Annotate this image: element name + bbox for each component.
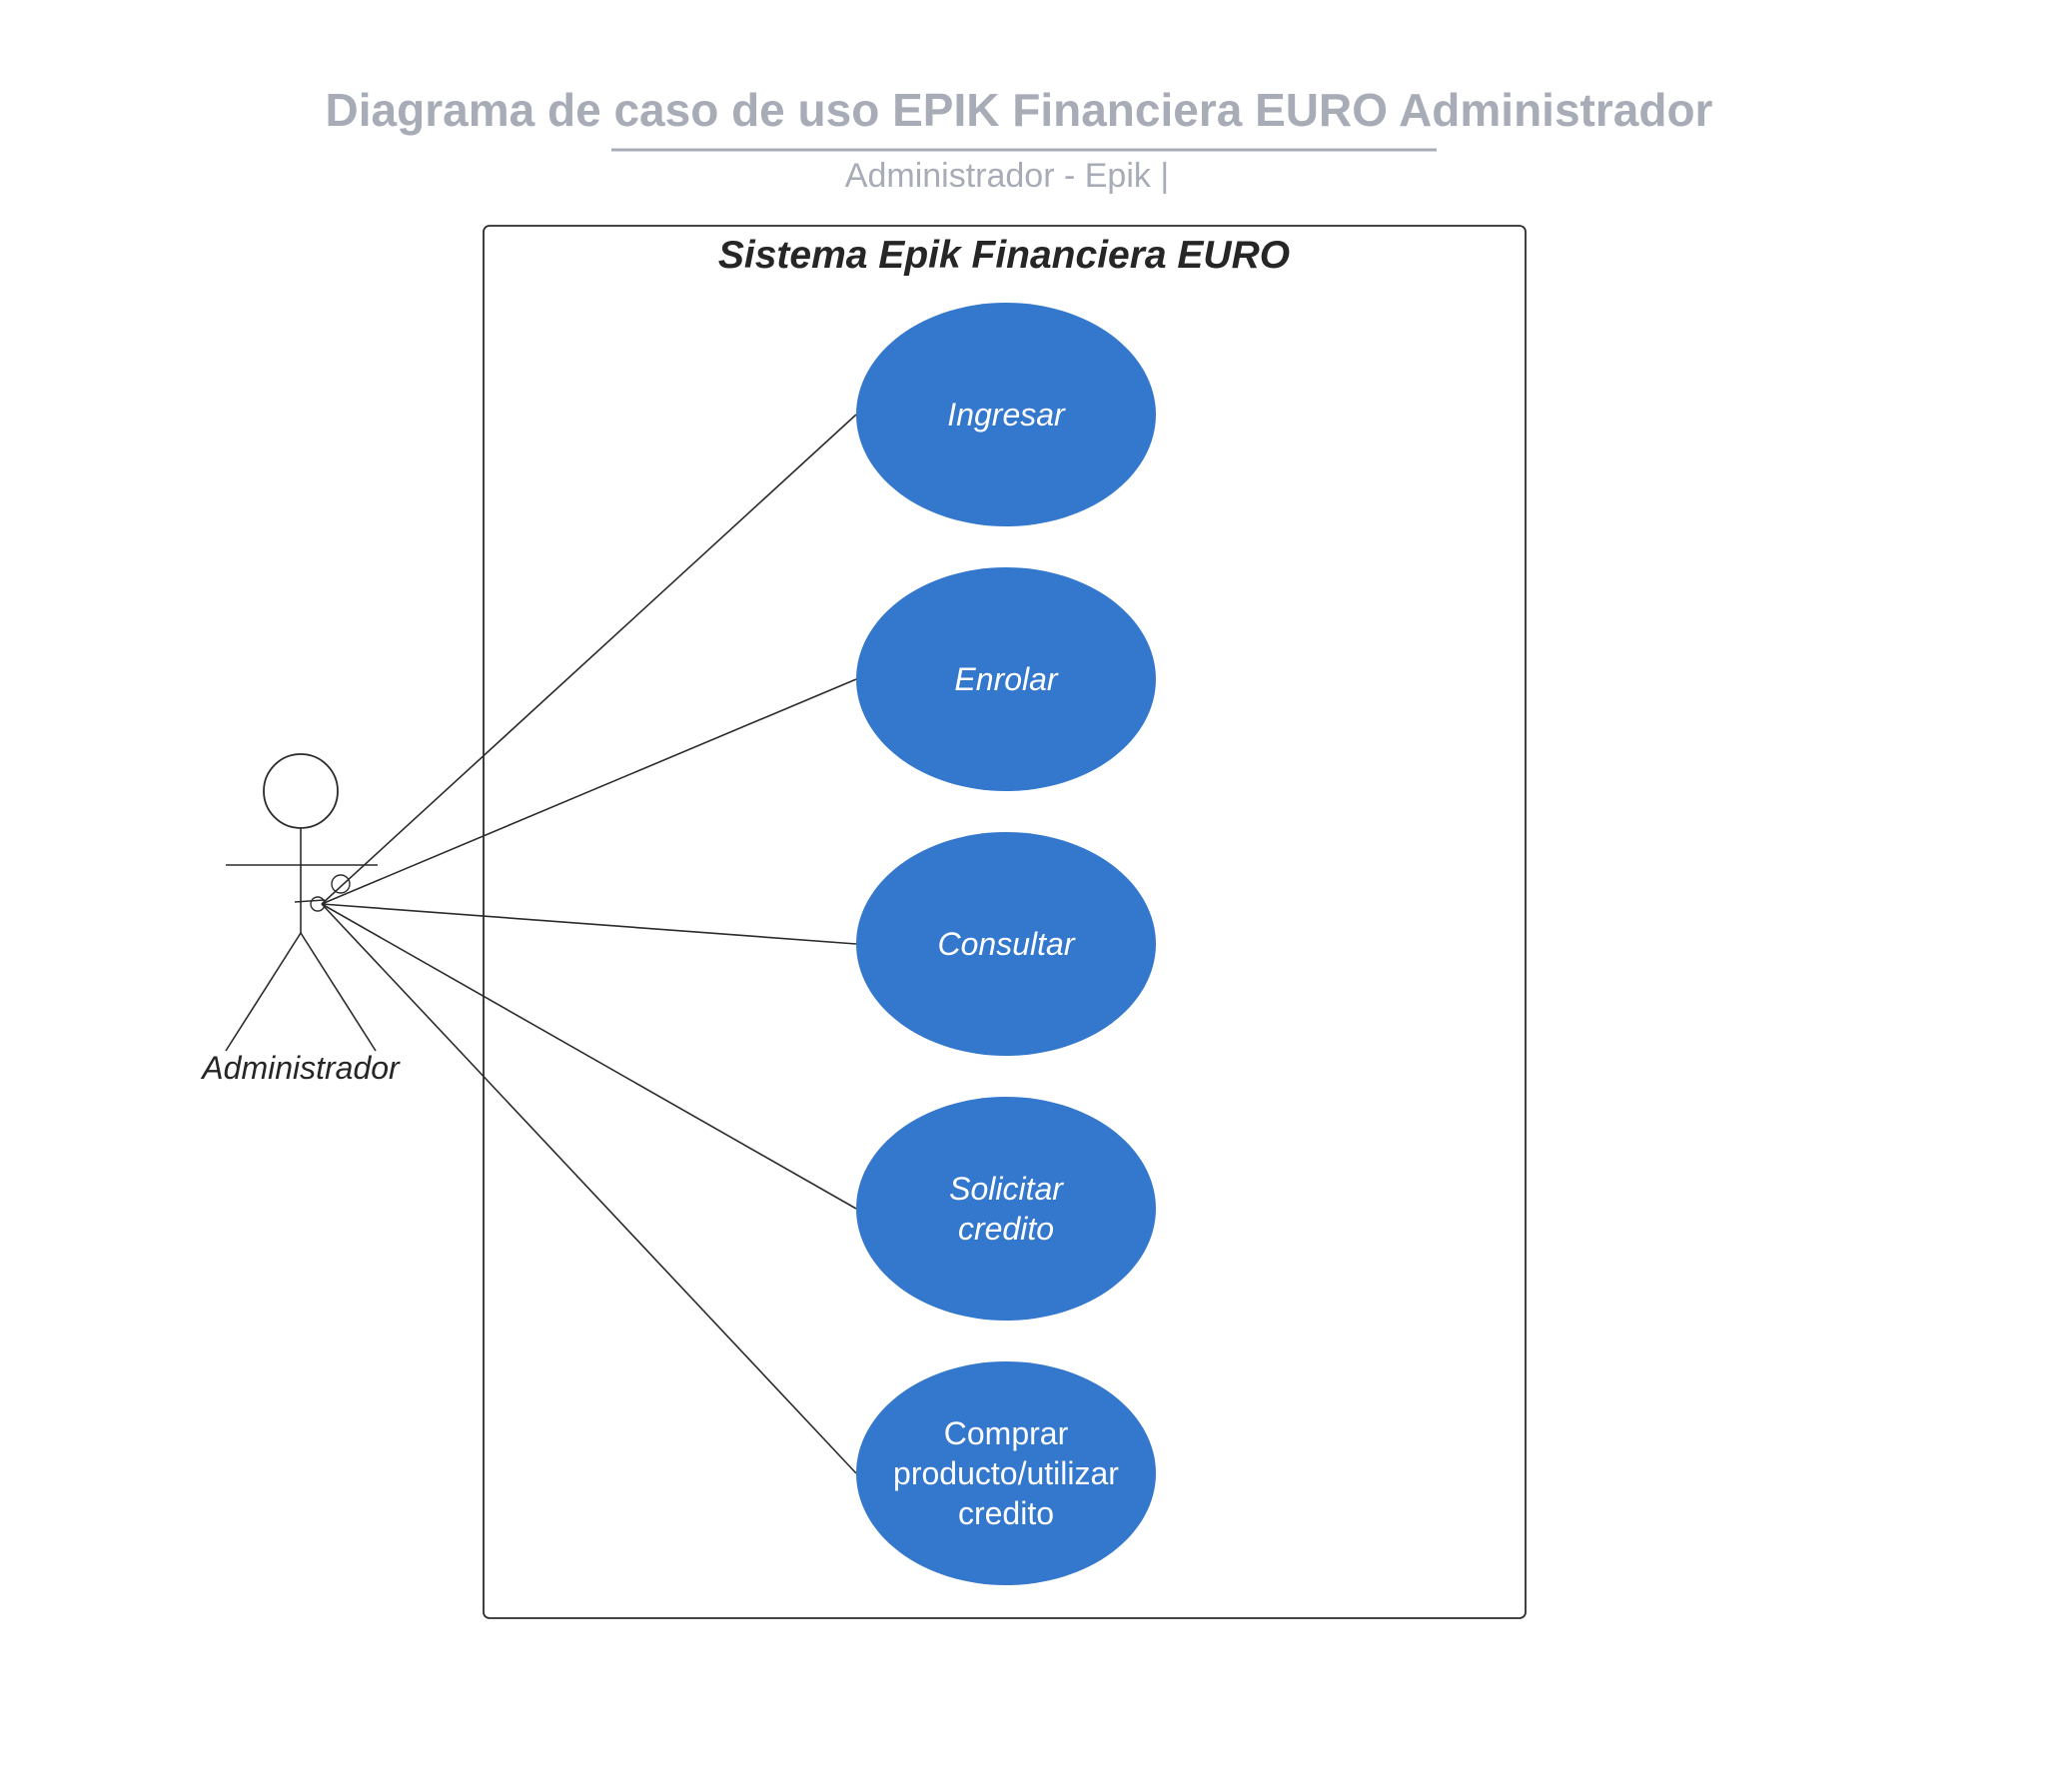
diagram-title: Diagrama de caso de uso EPIK Financiera … xyxy=(326,84,1713,136)
association-line xyxy=(321,414,857,905)
actor-left-leg xyxy=(225,932,302,1052)
use-case-ellipse xyxy=(856,303,1156,526)
use-case-ellipse xyxy=(856,1097,1156,1321)
association-line xyxy=(321,903,857,1474)
use-case[interactable]: Ingresar xyxy=(856,303,1156,526)
use-case-label: Comprar xyxy=(944,1415,1069,1451)
use-case-ellipse xyxy=(856,1361,1156,1585)
use-case-label: Enrolar xyxy=(954,661,1059,697)
actor-label: Administrador xyxy=(200,1050,401,1086)
connector-knot-small-icon xyxy=(310,896,326,912)
use-case-label: credito xyxy=(958,1495,1054,1531)
use-case-label: credito xyxy=(958,1211,1054,1247)
association-line xyxy=(321,903,857,1210)
use-case-label: Consultar xyxy=(938,926,1076,962)
use-case-label: Solicitar xyxy=(949,1171,1064,1207)
system-title: Sistema Epik Financiera EURO xyxy=(718,234,1290,277)
association-lines xyxy=(321,414,857,1474)
use-case-label: producto/utilizar xyxy=(893,1455,1119,1491)
association-line xyxy=(321,678,857,905)
use-case[interactable]: Consultar xyxy=(856,832,1156,1056)
actor-administrador[interactable]: Administrador xyxy=(200,753,401,1086)
use-case-ellipse xyxy=(856,832,1156,1056)
connector-tick xyxy=(294,899,326,903)
use-case-ellipse xyxy=(856,567,1156,791)
use-case[interactable]: Solicitar credito xyxy=(856,1097,1156,1321)
association-line xyxy=(321,903,857,945)
use-case[interactable]: Enrolar xyxy=(856,567,1156,791)
use-case[interactable]: Comprar producto/utilizar credito xyxy=(856,1361,1156,1585)
actor-head xyxy=(263,753,339,829)
actor-right-leg xyxy=(300,932,377,1052)
diagram-subtitle: Administrador - Epik | xyxy=(845,157,1169,195)
connector-knot-icon xyxy=(331,874,351,894)
use-case-label: Ingresar xyxy=(947,397,1066,433)
